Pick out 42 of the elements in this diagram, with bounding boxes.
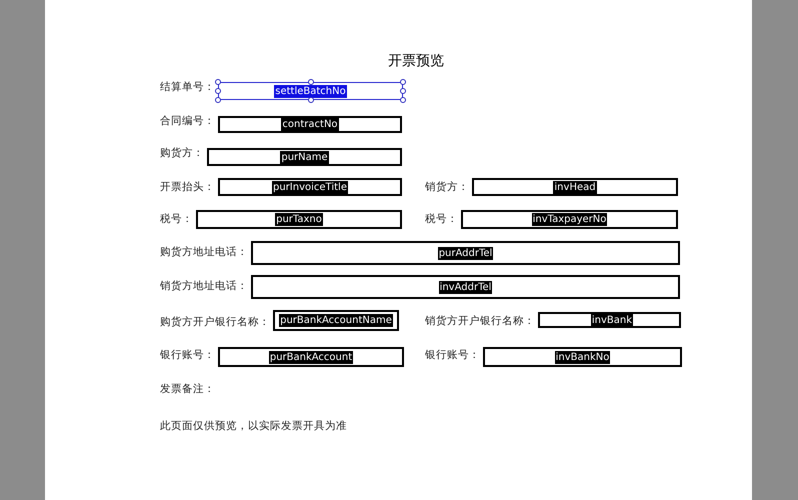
text-field	[251, 241, 680, 265]
field-value: purBankAccount	[268, 350, 354, 364]
text-field	[483, 347, 682, 367]
text-field	[273, 310, 399, 331]
field-value: invTaxpayerNo	[532, 213, 608, 226]
field-value: purAddrTel	[438, 246, 494, 260]
field-label: 发票备注：	[160, 382, 215, 396]
field-value: invBankNo	[554, 350, 610, 364]
field-value: purName	[280, 150, 329, 164]
field-value: purBankAccountName	[279, 314, 393, 327]
field-label: 购货方：	[160, 146, 204, 160]
note-text: 此页面仅供预览，以实际发票开具为准	[160, 419, 347, 433]
field-label: 银行账号：	[425, 348, 480, 362]
field-label: 销货方：	[425, 180, 469, 194]
field-label: 税号：	[160, 212, 193, 226]
text-field	[461, 210, 678, 229]
text-field	[538, 312, 681, 328]
field-label: 销货方开户银行名称：	[425, 314, 535, 328]
field-value: contractNo	[281, 118, 339, 131]
field-label: 购货方开户银行名称：	[160, 315, 270, 329]
text-field	[207, 148, 402, 166]
text-field	[218, 178, 402, 196]
field-value: purTaxno	[275, 213, 323, 226]
field-label: 银行账号：	[160, 348, 215, 362]
text-field	[196, 210, 402, 229]
field-label: 税号：	[425, 212, 458, 226]
text-field	[472, 178, 678, 196]
field-value: purInvoiceTitle	[272, 180, 348, 194]
field-label: 结算单号：	[160, 80, 215, 94]
field-value: invAddrTel	[438, 280, 492, 294]
field-label: 开票抬头：	[160, 180, 215, 194]
text-field	[218, 82, 403, 100]
field-value: invHead	[553, 180, 597, 194]
field-value: settleBatchNo	[274, 84, 347, 98]
field-label: 销货方地址电话：	[160, 279, 248, 293]
field-value: invBank	[590, 314, 633, 326]
text-field	[218, 347, 404, 367]
page-title: 开票预览	[388, 52, 444, 70]
field-label: 合同编号：	[160, 114, 215, 128]
field-label: 购货方地址电话：	[160, 245, 248, 259]
text-field	[218, 116, 402, 133]
text-field	[251, 275, 680, 299]
